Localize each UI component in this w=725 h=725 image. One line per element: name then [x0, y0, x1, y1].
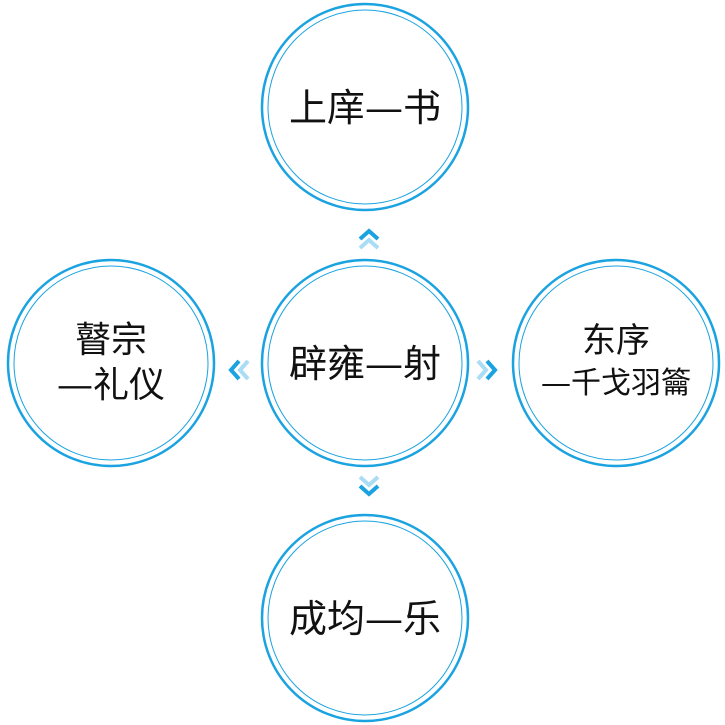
chevron-left-icon	[237, 359, 250, 381]
node-top: 上庠—书	[260, 2, 470, 212]
chevron-down-icon	[358, 484, 380, 497]
chevron-up-icon	[358, 237, 380, 250]
node-bottom-ring-outer	[260, 513, 470, 723]
node-left-line-1: 瞽宗	[75, 320, 147, 361]
node-top-line-1: 上庠—书	[289, 86, 441, 130]
node-right-ring-inner	[518, 265, 714, 461]
node-center: 辟雍—射	[260, 258, 470, 468]
node-bottom: 成均—乐	[260, 513, 470, 723]
connector-left	[228, 359, 250, 381]
chevron-down-icon	[358, 475, 380, 488]
node-center-ring-inner	[267, 265, 463, 461]
node-right: 东序 —千戈羽籥	[511, 258, 721, 468]
node-left-ring-outer	[6, 258, 216, 468]
connector-bottom	[358, 475, 380, 497]
node-center-line-1: 辟雍—射	[289, 342, 441, 386]
node-left-line-2: —礼仪	[57, 365, 165, 406]
node-bottom-line-1: 成均—乐	[289, 597, 441, 641]
node-left-ring-inner	[13, 265, 209, 461]
connector-top	[358, 228, 380, 250]
chevron-right-icon	[476, 359, 489, 381]
chevron-up-icon	[358, 228, 380, 241]
node-bottom-ring-inner	[267, 520, 463, 716]
connector-right	[476, 359, 498, 381]
node-top-ring-inner	[267, 9, 463, 205]
node-right-ring-outer	[511, 258, 721, 468]
node-center-ring-outer	[260, 258, 470, 468]
chevron-left-icon	[228, 359, 241, 381]
node-right-line-1: 东序	[582, 321, 650, 361]
node-right-line-2: —千戈羽籥	[541, 366, 691, 401]
node-top-ring-outer	[260, 2, 470, 212]
node-left: 瞽宗 —礼仪	[6, 258, 216, 468]
chevron-right-icon	[485, 359, 498, 381]
